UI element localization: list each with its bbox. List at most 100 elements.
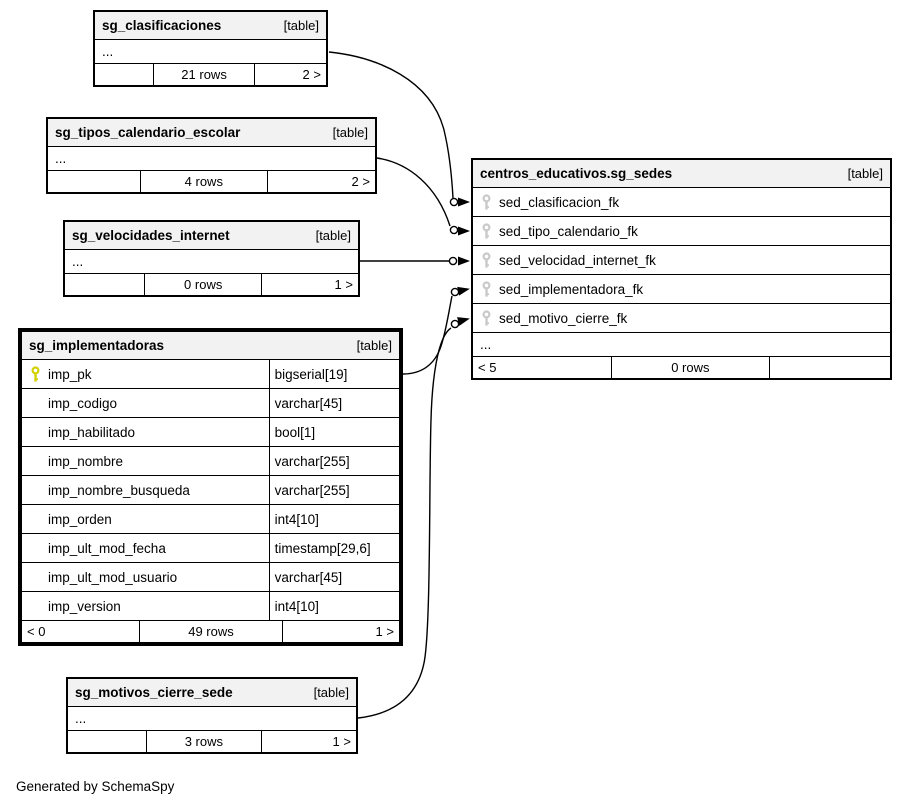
table-title[interactable]: sg_motivos_cierre_sede	[75, 685, 233, 700]
table-footer: 0 rows 1 >	[65, 274, 358, 295]
footer-related-count	[769, 357, 890, 378]
foreign-key-icon	[473, 309, 499, 327]
table-footer: 3 rows 1 >	[68, 731, 356, 752]
table-sg-motivos-cierre-sede: sg_motivos_cierre_sede [table] ... 3 row…	[66, 677, 358, 754]
column-type: varchar[255]	[268, 476, 399, 504]
table-tag: [table]	[847, 166, 883, 181]
table-sg-implementadoras: sg_implementadoras [table] imp_pk bigser…	[18, 328, 403, 646]
table-title[interactable]: sg_implementadoras	[29, 338, 165, 353]
footer-related-count: 1 >	[282, 621, 399, 642]
table-title[interactable]: sg_tipos_calendario_escolar	[55, 125, 241, 140]
connector-tipo-calendario	[376, 157, 451, 227]
foreign-key-icon	[473, 193, 499, 211]
column-type: varchar[45]	[268, 389, 399, 417]
table-tag: [table]	[315, 228, 351, 243]
foreign-key-icon	[473, 222, 499, 240]
table-footer: < 0 49 rows 1 >	[22, 621, 399, 642]
footer-related-count: 1 >	[261, 274, 358, 295]
column-name: sed_motivo_cierre_fk	[499, 310, 628, 326]
connector-arrowheads	[457, 197, 470, 326]
table-header[interactable]: centros_educativos.sg_sedes [table]	[473, 160, 890, 188]
column-row-fk: sed_implementadora_fk	[473, 275, 890, 304]
column-name: imp_ult_mod_usuario	[48, 569, 178, 585]
column-name: sed_tipo_calendario_fk	[499, 223, 638, 239]
table-centros-educativos-sg-sedes: centros_educativos.sg_sedes [table] sed_…	[471, 158, 892, 380]
table-sg-tipos-calendario-escolar: sg_tipos_calendario_escolar [table] ... …	[46, 117, 377, 194]
columns-ellipsis: ...	[95, 40, 326, 64]
footer-rowcount: 4 rows	[139, 171, 268, 192]
table-footer: 21 rows 2 >	[95, 64, 326, 85]
footer-rowcount: 0 rows	[610, 357, 769, 378]
connector-motivo-cierre	[357, 327, 452, 719]
column-name: imp_version	[48, 598, 121, 614]
footer-parent-count: < 5	[478, 360, 497, 375]
column-name: imp_orden	[48, 511, 112, 527]
column-name: sed_clasificacion_fk	[499, 194, 620, 210]
columns-ellipsis: ...	[68, 707, 356, 731]
column-name: imp_habilitado	[48, 424, 136, 440]
columns-ellipsis: ...	[48, 147, 375, 171]
column-type: int4[10]	[268, 592, 399, 620]
column-name: sed_velocidad_internet_fk	[499, 252, 656, 268]
connector-implementadora	[402, 295, 453, 375]
table-header[interactable]: sg_implementadoras [table]	[22, 332, 399, 360]
foreign-key-icon	[473, 251, 499, 269]
table-sg-clasificaciones: sg_clasificaciones [table] ... 21 rows 2…	[93, 10, 328, 87]
table-tag: [table]	[313, 685, 349, 700]
column-row: imp_version int4[10]	[22, 592, 399, 621]
footer-parent-count: < 0	[27, 624, 46, 639]
table-tag: [table]	[356, 338, 392, 353]
table-title[interactable]: centros_educativos.sg_sedes	[480, 166, 673, 181]
column-row: imp_codigo varchar[45]	[22, 389, 399, 418]
footer-left	[48, 171, 140, 192]
table-title[interactable]: sg_clasificaciones	[102, 18, 222, 33]
connector-clasificacion	[328, 51, 454, 199]
footer-related-count: 2 >	[267, 171, 375, 192]
column-name: imp_pk	[48, 366, 92, 382]
column-row-fk: sed_velocidad_internet_fk	[473, 246, 890, 275]
table-footer: < 5 0 rows	[473, 357, 890, 378]
footer-left	[95, 64, 153, 85]
table-header[interactable]: sg_clasificaciones [table]	[95, 12, 326, 40]
footer-related-count: 1 >	[260, 731, 356, 752]
connector-circles	[448, 197, 460, 329]
table-tag: [table]	[283, 18, 319, 33]
primary-key-icon	[22, 365, 48, 383]
columns-ellipsis: ...	[65, 250, 358, 274]
column-type: bigserial[19]	[268, 360, 399, 388]
columns-ellipsis: ...	[473, 333, 890, 357]
table-header[interactable]: sg_velocidades_internet [table]	[65, 222, 358, 250]
footer-related-count: 2 >	[254, 64, 326, 85]
column-row: imp_orden int4[10]	[22, 505, 399, 534]
column-row-fk: sed_motivo_cierre_fk	[473, 304, 890, 333]
connector-lines	[328, 51, 454, 719]
column-row-imp-pk: imp_pk bigserial[19]	[22, 360, 399, 389]
table-title[interactable]: sg_velocidades_internet	[72, 228, 230, 243]
footer-rowcount: 21 rows	[152, 64, 255, 85]
column-row: imp_nombre_busqueda varchar[255]	[22, 476, 399, 505]
footer-left	[68, 731, 146, 752]
column-name: imp_ult_mod_fecha	[48, 540, 166, 556]
footer-rowcount: 0 rows	[144, 274, 261, 295]
column-type: bool[1]	[268, 418, 399, 446]
column-type: varchar[255]	[268, 447, 399, 475]
column-name: imp_nombre_busqueda	[48, 482, 190, 498]
table-header[interactable]: sg_tipos_calendario_escolar [table]	[48, 119, 375, 147]
column-row: imp_ult_mod_fecha timestamp[29,6]	[22, 534, 399, 563]
column-name: imp_nombre	[48, 453, 124, 469]
column-row: imp_habilitado bool[1]	[22, 418, 399, 447]
column-row-fk: sed_clasificacion_fk	[473, 188, 890, 217]
column-row: imp_nombre varchar[255]	[22, 447, 399, 476]
footer-rowcount: 3 rows	[145, 731, 261, 752]
foreign-key-icon	[473, 280, 499, 298]
table-tag: [table]	[332, 125, 368, 140]
table-footer: 4 rows 2 >	[48, 171, 375, 192]
generated-by-credit: Generated by SchemaSpy	[16, 779, 175, 794]
table-header[interactable]: sg_motivos_cierre_sede [table]	[68, 679, 356, 707]
column-name: imp_codigo	[48, 395, 118, 411]
column-name: sed_implementadora_fk	[499, 281, 644, 297]
column-type: varchar[45]	[268, 563, 399, 591]
column-type: int4[10]	[268, 505, 399, 533]
